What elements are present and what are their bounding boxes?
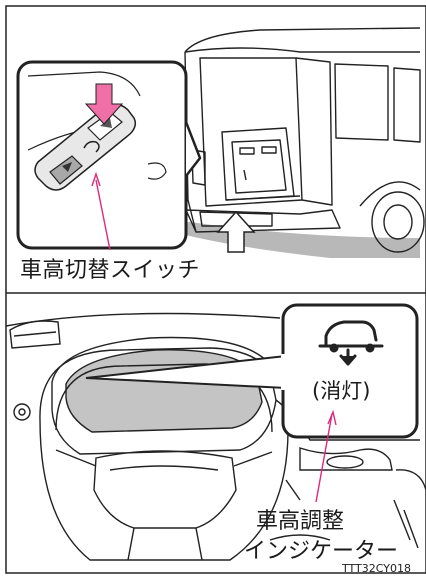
steering-hub xyxy=(93,450,237,529)
left-knob xyxy=(13,403,31,421)
indicator-label-line1: 車高調整 xyxy=(256,509,345,534)
van-rear-illustration xyxy=(150,27,425,258)
tail-lamp xyxy=(191,149,206,186)
rear-bumper xyxy=(185,209,341,233)
indicator-leader-line xyxy=(315,413,333,503)
side-window xyxy=(334,63,389,141)
vehicle-height-icon xyxy=(83,140,100,153)
up-arrow-icon xyxy=(216,210,256,253)
height-switch-label: 車高切替スイッチ xyxy=(20,258,201,283)
press-arrow-icon xyxy=(84,83,124,125)
switch-inset xyxy=(16,60,202,250)
indicator-state-label: (消灯) xyxy=(312,379,371,403)
callout-box xyxy=(281,303,419,439)
outer-frame xyxy=(5,5,426,574)
left-air-vent xyxy=(9,320,61,349)
rear-wheel xyxy=(371,191,425,253)
cup-holder xyxy=(299,447,393,471)
indicator-callout xyxy=(85,303,419,439)
indicator-label-line2: インジケーター xyxy=(244,539,399,564)
switch-leader-line xyxy=(95,179,111,251)
figure-code: TTT32CY018 xyxy=(342,562,411,575)
vehicle-height-down-icon xyxy=(318,320,384,366)
roof-line xyxy=(184,27,421,53)
